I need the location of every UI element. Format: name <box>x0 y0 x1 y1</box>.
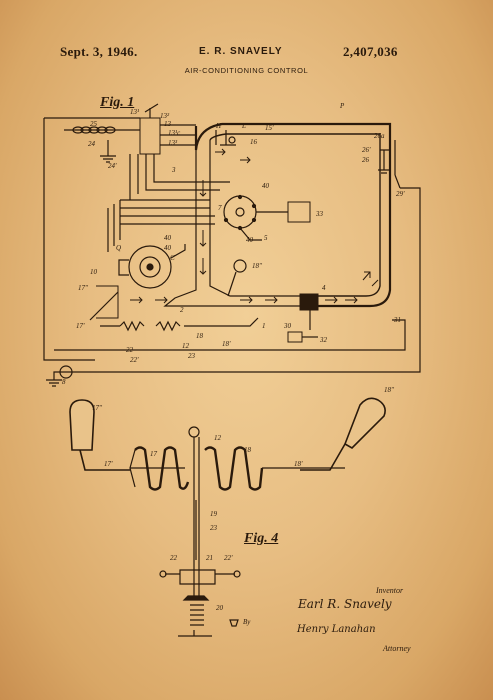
label: H <box>215 122 222 130</box>
label: 12 <box>182 342 190 350</box>
label: 40 <box>246 236 254 244</box>
label: 13² <box>160 112 170 120</box>
label: 2 <box>180 306 184 314</box>
label: 40 <box>164 234 172 242</box>
label: 17'' <box>92 404 102 412</box>
label: 17 <box>150 450 158 458</box>
label: 17' <box>104 460 113 468</box>
label: 8 <box>62 378 66 386</box>
airflow-arrows <box>130 148 379 304</box>
attorney-signature: Henry Lanahan <box>297 624 376 635</box>
by-label: By <box>243 618 251 626</box>
label: 13³ <box>168 139 178 147</box>
label: 12 <box>214 434 222 442</box>
label: 29' <box>396 190 405 198</box>
label: 13 <box>164 120 172 128</box>
label: 15' <box>265 124 274 132</box>
label: 22 <box>170 554 178 562</box>
label: 32 <box>319 336 328 344</box>
label: 22 <box>126 346 134 354</box>
inventor-label: Inventor <box>376 586 404 595</box>
label: 1 <box>262 322 266 330</box>
label: 13¹c <box>168 129 181 137</box>
label: 22' <box>224 554 233 562</box>
label: 25 <box>90 120 98 128</box>
label: L <box>241 122 246 130</box>
label: 13¹ <box>130 108 139 116</box>
label: 26 <box>362 156 370 164</box>
label: 18'' <box>252 262 262 270</box>
control-dial <box>223 194 257 231</box>
label: P <box>339 102 345 110</box>
label: 21 <box>206 554 213 562</box>
label: 3 <box>171 166 176 174</box>
attorney-label: Attorney <box>383 644 411 653</box>
label: 24 <box>88 140 96 148</box>
fig4-assembly <box>69 397 386 637</box>
label: 26' <box>362 146 371 154</box>
label: 5 <box>264 234 268 242</box>
label: 18 <box>196 332 204 340</box>
label: 40 <box>262 182 270 190</box>
label: 10 <box>90 268 98 276</box>
label: 23 <box>210 524 218 532</box>
label: 18'' <box>384 386 394 394</box>
label: 30 <box>283 322 292 330</box>
label: 23 <box>188 352 196 360</box>
label: 17'' <box>78 284 88 292</box>
inventor-signature: Earl R. Snavely <box>298 597 392 611</box>
label: 19 <box>210 510 218 518</box>
patent-number: 2,407,036 <box>343 44 398 59</box>
duct-outline <box>194 122 392 308</box>
label: 20 <box>216 604 224 612</box>
figure-1-label: Fig. 1 <box>100 95 135 110</box>
label: 18' <box>222 340 231 348</box>
label: 18' <box>294 460 303 468</box>
label: Q <box>116 244 121 252</box>
thermostat-coil <box>64 126 140 134</box>
label: 24' <box>108 162 117 170</box>
label: 7 <box>218 204 222 212</box>
label: 17' <box>76 322 85 330</box>
figure-4-label: Fig. 4 <box>244 531 279 546</box>
label: 22' <box>130 356 139 364</box>
label: 40 <box>164 244 172 252</box>
label: 31 <box>393 316 401 324</box>
label: 33 <box>315 210 324 218</box>
label: 26a <box>374 132 385 140</box>
motor <box>118 244 186 289</box>
label: 18 <box>244 446 252 454</box>
inventor-name: E. R. SNAVELY <box>199 46 283 57</box>
patent-title: AIR-CONDITIONING CONTROL <box>184 66 309 75</box>
label: 4 <box>322 284 326 292</box>
patent-date: Sept. 3, 1946. <box>60 44 138 59</box>
label: 16 <box>250 138 258 146</box>
label: C <box>170 254 175 262</box>
